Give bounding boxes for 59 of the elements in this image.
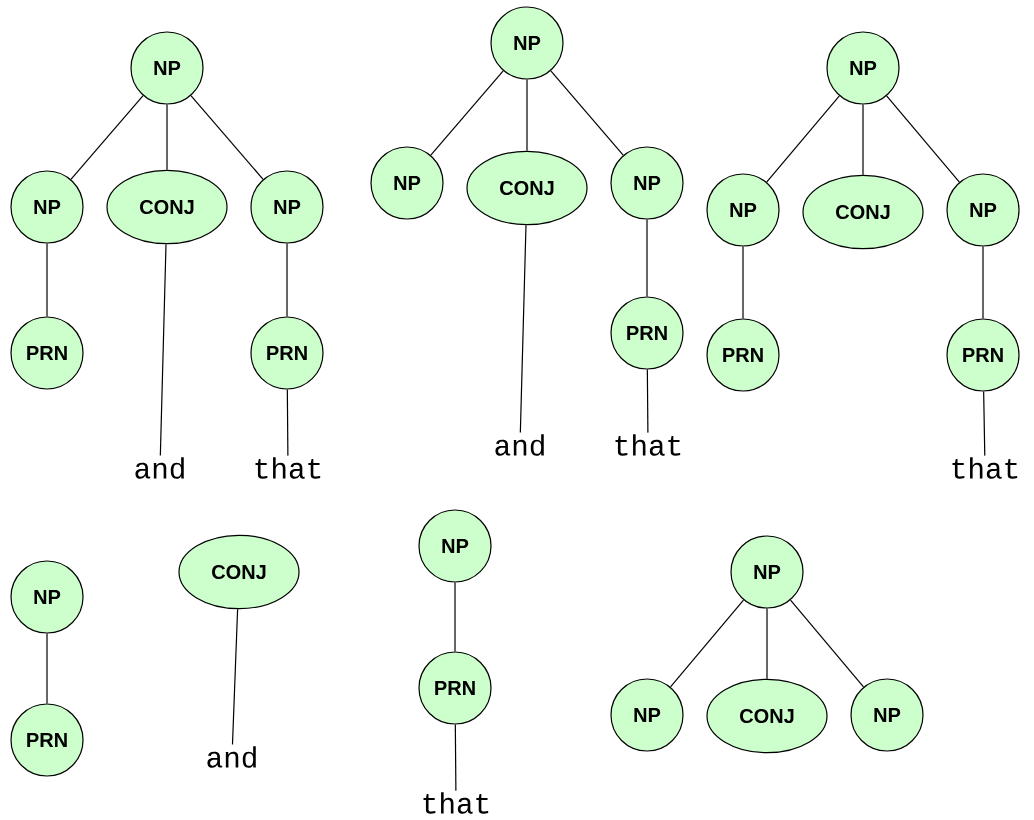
tree-branch	[70, 95, 144, 180]
tree-branch	[766, 95, 840, 183]
circle-node: NP	[418, 509, 492, 583]
tree-branch	[454, 582, 456, 652]
tree-branch	[46, 633, 48, 704]
circle-node: NP	[706, 173, 780, 247]
tree-branch	[669, 599, 745, 688]
tree-branch	[430, 70, 504, 156]
circle-node: NP	[130, 31, 204, 105]
circle-node: NP	[10, 170, 84, 244]
ellipse-node: CONJ	[802, 174, 924, 250]
leaf-word: that	[255, 457, 321, 479]
tree-branch	[454, 724, 457, 792]
tree-branch	[646, 369, 649, 434]
circle-node: NP	[610, 146, 684, 220]
circle-node: NP	[610, 678, 684, 752]
leaf-word: and	[495, 434, 544, 456]
tree-branch	[862, 104, 864, 176]
tree-branch	[982, 246, 984, 319]
circle-node: PRN	[250, 316, 324, 390]
circle-node: NP	[730, 535, 804, 609]
tree-branch	[286, 389, 289, 457]
tree-branch	[789, 599, 865, 688]
tree-branch	[231, 608, 239, 746]
tree-branch	[550, 70, 624, 156]
tree-branch	[46, 243, 48, 317]
circle-node: PRN	[610, 296, 684, 370]
ellipse-node: CONJ	[706, 678, 828, 754]
ellipse-node: CONJ	[178, 534, 300, 610]
leaf-word: and	[135, 457, 184, 479]
ellipse-node: CONJ	[106, 169, 228, 245]
circle-node: PRN	[418, 651, 492, 725]
tree-branch	[742, 246, 744, 319]
tree-branch	[166, 104, 168, 171]
leaf-word: that	[423, 792, 489, 814]
tree-branch	[159, 243, 167, 457]
leaf-word: that	[615, 434, 681, 456]
circle-node: NP	[850, 678, 924, 752]
tree-branch	[519, 224, 527, 434]
leaf-word: and	[207, 746, 256, 768]
circle-node: NP	[370, 146, 444, 220]
tree-branch	[766, 608, 768, 680]
leaf-word: that	[952, 457, 1018, 479]
tree-branch	[286, 243, 288, 317]
tree-branch	[983, 391, 986, 457]
circle-node: PRN	[946, 318, 1020, 392]
tree-branch	[526, 79, 528, 152]
circle-node: NP	[250, 170, 324, 244]
ellipse-node: CONJ	[466, 150, 588, 226]
circle-node: NP	[946, 173, 1020, 247]
tree-branch	[886, 95, 960, 183]
circle-node: PRN	[706, 318, 780, 392]
tree-branch	[646, 219, 648, 297]
circle-node: PRN	[10, 703, 84, 777]
circle-node: NP	[10, 560, 84, 634]
tree-branch	[190, 95, 264, 180]
circle-node: NP	[490, 6, 564, 80]
circle-node: NP	[826, 31, 900, 105]
circle-node: PRN	[10, 316, 84, 390]
